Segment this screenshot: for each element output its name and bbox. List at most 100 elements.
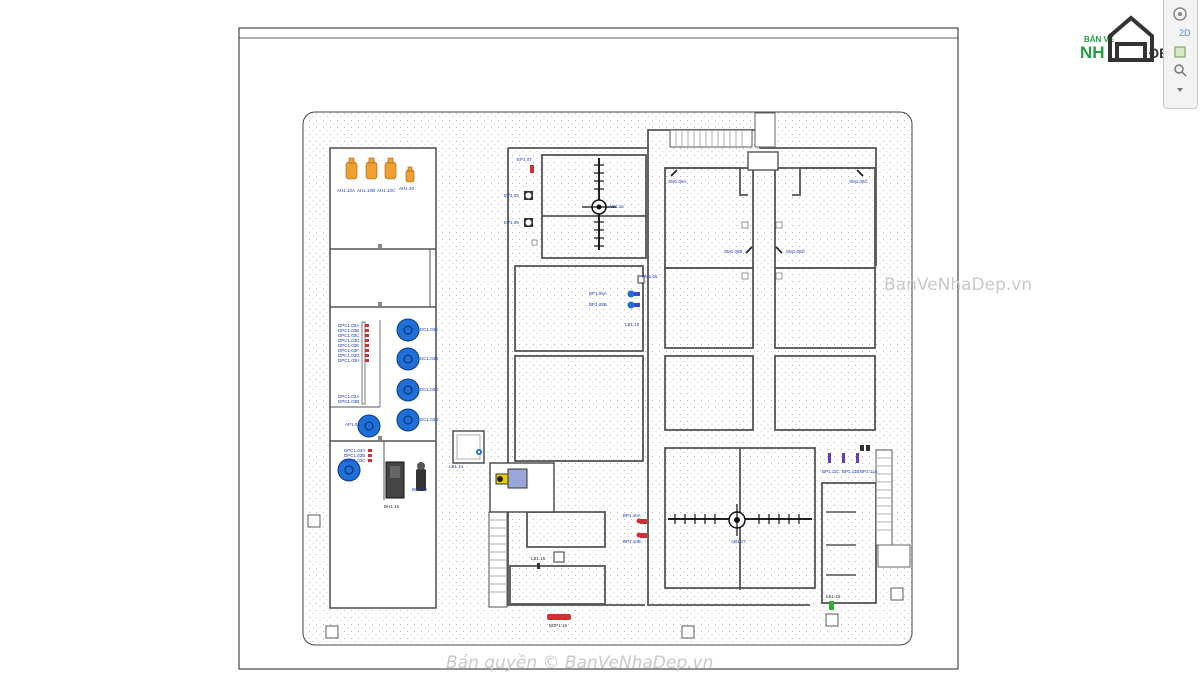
tag-ab1-16: AB1.16 <box>609 204 624 209</box>
tag-ah1-10a: AH1.10A <box>337 188 355 193</box>
panel-box <box>637 275 645 284</box>
tank-icon[interactable] <box>384 157 397 180</box>
tag-ab1-17: AB1.17 <box>731 539 746 544</box>
tag-bp1-10a: BP1.10A <box>623 513 641 518</box>
tag-bdp1-16: BDP1.16 <box>549 623 568 628</box>
stair-treads <box>490 519 506 593</box>
roof-shaft <box>754 112 776 148</box>
tag-lb1-15: LB1.15 <box>826 594 841 599</box>
valve-icon[interactable] <box>636 532 648 539</box>
diffuser-icon[interactable] <box>670 169 678 177</box>
diffuser-icon[interactable] <box>745 246 753 254</box>
pump-icon[interactable] <box>396 378 420 402</box>
sensor-icon[interactable] <box>829 601 834 610</box>
dpc-tag-list-bottom: DPC1.03A DPC1.03B DPC1.03C <box>344 448 366 463</box>
valve-icon[interactable] <box>530 165 534 173</box>
diffuser-icon[interactable] <box>775 246 783 254</box>
tag-ap1: AP1.01 <box>345 422 360 427</box>
tag-ah1-10c: AH1.10C <box>377 188 396 193</box>
tag-lb1-10: LB1.10 <box>625 322 640 327</box>
site-boundary <box>302 111 913 646</box>
tank-icon[interactable] <box>365 157 378 180</box>
ah-tank-group <box>345 157 415 183</box>
stair-right <box>875 449 893 546</box>
tag-pump: DC1.03C <box>420 387 439 392</box>
floor-marker <box>741 272 749 280</box>
floor-marker <box>775 272 783 280</box>
tag-dpc: DPC1.03D <box>338 338 360 343</box>
pump-icon[interactable] <box>337 458 361 482</box>
fan-icon[interactable] <box>524 191 533 200</box>
bp-pump-group[interactable] <box>828 453 859 463</box>
pump-icon[interactable] <box>396 408 420 432</box>
mixer-upper[interactable] <box>582 158 616 250</box>
entrance-step <box>877 544 911 568</box>
pump-icon[interactable] <box>396 347 420 371</box>
mixer-lower[interactable] <box>668 504 812 536</box>
pump-icon[interactable] <box>396 318 420 342</box>
bp-pump-group[interactable] <box>627 290 641 309</box>
pan-icon[interactable] <box>1172 44 1188 60</box>
house-icon <box>1108 15 1154 62</box>
sensor-inner <box>456 434 481 460</box>
tag-bp1-11b: BP1.11B <box>842 469 859 474</box>
tag-bp1-05b: BP1.05B <box>589 302 607 307</box>
logo-line1: BẢN VẼ <box>1084 35 1115 44</box>
tank-icon[interactable] <box>345 157 358 180</box>
panel-box <box>860 445 864 451</box>
tag-pump: DC1.03D <box>420 417 439 422</box>
tag-dpc: DPC1.03E <box>338 343 359 348</box>
drain-pump-icon[interactable] <box>547 614 571 620</box>
view-cube-icon[interactable] <box>1172 6 1188 22</box>
pump-icon[interactable] <box>357 414 381 438</box>
floor-marker <box>741 221 749 229</box>
sensor-room <box>452 430 485 464</box>
menu-chevron-icon[interactable] <box>1172 82 1188 98</box>
tag-bh1-16: BH1.16 <box>384 504 400 509</box>
tag-ep1-09: EP1.09 <box>504 220 519 225</box>
stair-treads <box>675 131 743 146</box>
tag-bp1-05a: BP1.05A <box>589 291 607 296</box>
floor-marker <box>378 302 382 306</box>
tag-dpc: DPC1.03A <box>344 448 365 453</box>
pump-group <box>337 318 420 482</box>
viewport-toolbar: 2D <box>1163 0 1198 109</box>
valve-stack <box>368 449 372 462</box>
diffuser-icon[interactable] <box>856 169 864 177</box>
stair-block <box>669 129 753 148</box>
blower-icon[interactable] <box>495 468 528 489</box>
tank-icon[interactable] <box>405 166 415 183</box>
filter-unit[interactable] <box>416 462 426 491</box>
tag-dpc: DPC1.03C <box>338 333 360 338</box>
tag-dpc: DPC1.03A <box>338 394 359 399</box>
manifold-pipe <box>361 321 366 405</box>
tag-dpc: DPC1.03B <box>338 328 359 333</box>
valve-stack <box>365 324 369 362</box>
tag-pm1-05: PM1.05 <box>642 274 658 279</box>
sensor-icon[interactable] <box>476 449 482 455</box>
zoom-icon[interactable] <box>1172 62 1188 78</box>
tag-dpc: DPC1.03H <box>338 358 360 363</box>
tag-dpc: DPC1.03A <box>338 323 359 328</box>
tag-bp1-11a: BP1.11A <box>860 469 877 474</box>
view-mode-label[interactable]: 2D <box>1179 28 1191 38</box>
tag-dpc: DPC1.03C <box>344 458 366 463</box>
tag-ep1-07: EP1.07 <box>517 157 532 162</box>
tag-dpc: DPC1.03F <box>338 348 359 353</box>
floor-marker <box>378 244 382 248</box>
tag-sm1-06d: SM1.06D <box>786 249 806 254</box>
tag-pump: DC1.03A <box>420 327 438 332</box>
logo-line2a: NH <box>1080 43 1105 62</box>
floor-marker <box>775 221 783 229</box>
site-marker <box>307 514 904 639</box>
valve-icon[interactable] <box>636 518 648 525</box>
tag-sm1-06c: SM1.06C <box>849 179 869 184</box>
fan-icon[interactable] <box>524 218 533 227</box>
left-equipment-block <box>329 147 437 609</box>
tag-dpc: DPC1.03G <box>338 353 360 358</box>
tag-dpc: DPC1.03B <box>338 399 359 404</box>
stair-left <box>488 511 508 608</box>
boiler-unit[interactable] <box>385 461 405 499</box>
panel-box <box>866 445 870 451</box>
